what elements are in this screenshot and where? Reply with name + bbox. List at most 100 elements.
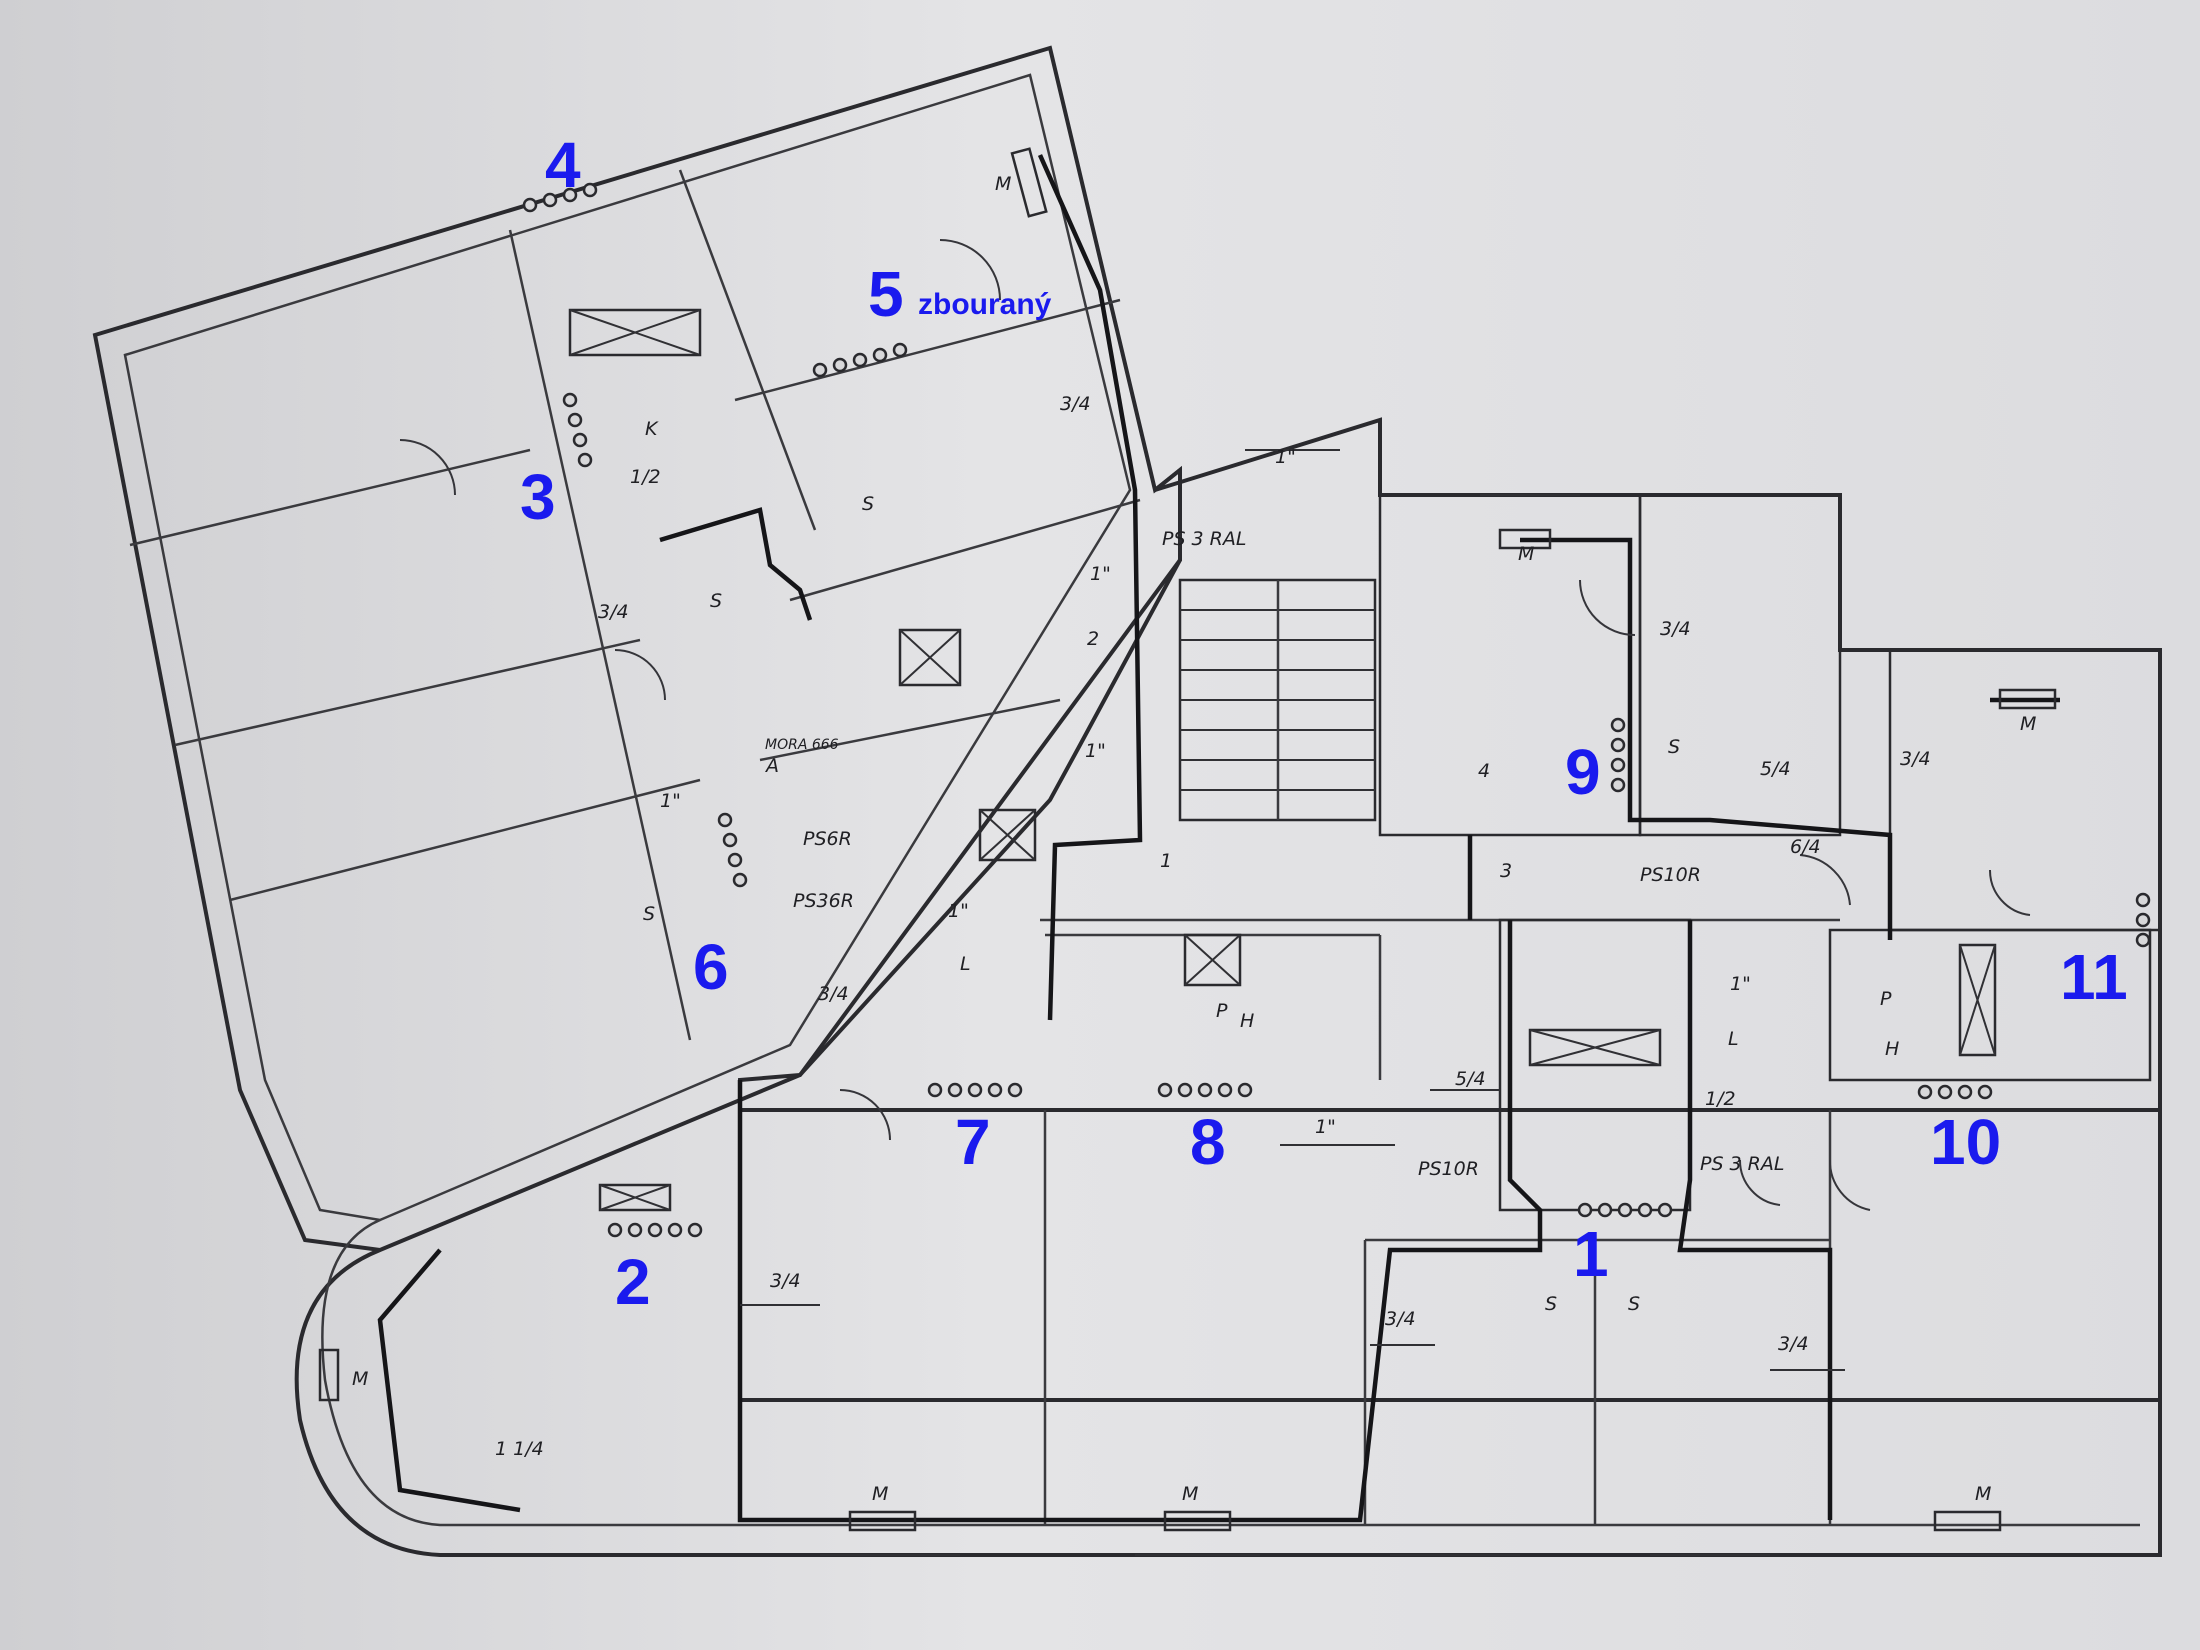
room-upper-right-small <box>1638 493 1842 837</box>
pipe-size-1-1-4: 1 1/4 <box>495 1438 544 1460</box>
flue-dots-4 <box>522 182 598 213</box>
radiator-letter-m: M <box>1518 543 1535 565</box>
note-ps3ral-top: PS 3 RAL <box>1162 528 1247 550</box>
partition-wall <box>508 229 692 1041</box>
door-swings <box>399 239 2031 1211</box>
flue-dots-6 <box>717 812 748 888</box>
pipe-size-1-inch: 1" <box>1275 446 1296 468</box>
pipe-size-5-4: 5/4 <box>1455 1068 1486 1090</box>
pipe-size-1-inch: 1" <box>948 900 969 922</box>
flue-number-4: 4 <box>545 129 581 201</box>
room-letter-s: S <box>1668 736 1681 758</box>
pipe-size-3-4: 3/4 <box>598 601 629 623</box>
partition-wall <box>229 778 701 902</box>
pipe-size-1-inch: 1" <box>660 790 681 812</box>
partition-wall <box>759 698 1061 762</box>
flue-number-11: 11 <box>2060 941 2128 1013</box>
partition-wall <box>174 638 641 747</box>
pipe-runs <box>377 154 2060 1523</box>
note-ps36r: PS36R <box>793 890 854 912</box>
pipe-size-1-2: 1/2 <box>630 466 661 488</box>
pipe-size-3-4: 3/4 <box>770 1270 801 1292</box>
note-ps10r-bottom: PS10R <box>1418 1158 1479 1180</box>
flue-number-7: 7 <box>955 1106 991 1178</box>
pipe-size-1-inch: 1" <box>1085 740 1106 762</box>
room-far-right <box>1888 648 2162 932</box>
flue-number-2: 2 <box>615 1246 651 1318</box>
rounded-corner-inner-wall <box>321 1218 2140 1527</box>
radiator-letter-m: M <box>995 173 1012 195</box>
note-ps3ral-bottom: PS 3 RAL <box>1700 1153 1785 1175</box>
flue-dots-11 <box>2135 892 2151 948</box>
flue-dots-2 <box>607 1222 703 1238</box>
flue-number-10: 10 <box>1930 1106 2002 1178</box>
room-letter-l: L <box>1728 1028 1739 1050</box>
flue-number-9: 9 <box>1565 736 1601 808</box>
room-upper-right <box>1378 493 1642 837</box>
rounded-corner-wall <box>294 1248 2162 1557</box>
pipe-size-3-4: 3/4 <box>1060 393 1091 415</box>
pipe-size-1-inch: 1" <box>1730 973 1751 995</box>
flue-dots-8 <box>1157 1082 1253 1098</box>
partition-wall <box>129 448 531 547</box>
pipe-size-1-2: 1/2 <box>1705 1088 1736 1110</box>
flue-dots-5 <box>812 342 908 378</box>
flue-dots-9 <box>1610 717 1626 793</box>
pipe-size-5-4: 5/4 <box>1760 758 1791 780</box>
bathroom-right <box>1828 928 2152 1082</box>
flue-number-1: 1 <box>1573 1218 1609 1290</box>
radiator-letter-m: M <box>352 1368 369 1390</box>
left-wing-outer-wall <box>92 45 1182 1253</box>
pipe-size-3-4: 3/4 <box>1660 618 1691 640</box>
pipe-size-ticks <box>740 449 1845 1371</box>
flue-number-5-note: zbouraný <box>918 288 1052 321</box>
room-letter-s: S <box>643 903 656 925</box>
pipe-size-1-inch: 1" <box>1315 1116 1336 1138</box>
room-letter-s: S <box>710 590 723 612</box>
room-letter-a: A <box>766 755 779 777</box>
window-marks <box>820 494 2080 1556</box>
pipe-size-3-4: 3/4 <box>1778 1333 1809 1355</box>
room-letter-s: S <box>1628 1293 1641 1315</box>
note-ps10r-center: PS10R <box>1640 864 1701 886</box>
flue-number-3: 3 <box>520 461 556 533</box>
pipe-size-3-4: 3/4 <box>1900 748 1931 770</box>
partition-wall <box>678 169 817 531</box>
flue-dots-10 <box>1917 1084 1993 1100</box>
flue-dots-7 <box>927 1082 1023 1098</box>
partition-wall <box>789 498 1141 602</box>
flue-dots-1 <box>1577 1202 1673 1218</box>
room-letter-p: P <box>1880 988 1892 1010</box>
pipe-size-3-4: 3/4 <box>818 983 849 1005</box>
left-wing-inner-wall <box>123 73 1132 1222</box>
room-letter-k: K <box>645 418 658 440</box>
room-letter-s: S <box>862 493 875 515</box>
room-letter-h: H <box>1240 1010 1255 1032</box>
room-letter-l: L <box>960 953 971 975</box>
radiator-letter-m: M <box>1182 1483 1199 1505</box>
flue-dots-3 <box>562 392 593 468</box>
radiator-letter-m: M <box>1975 1483 1992 1505</box>
pipe-size-1-inch: 1" <box>1090 563 1111 585</box>
arrow-number-1: 1 <box>1160 850 1173 872</box>
flue-number-8: 8 <box>1190 1106 1226 1178</box>
shaft-boxes <box>568 308 1997 1212</box>
arrow-number-3: 3 <box>1500 860 1513 882</box>
note-ps6r: PS6R <box>803 828 852 850</box>
pipe-size-6-4: 6/4 <box>1790 836 1821 858</box>
flue-number-5: 5 <box>868 258 904 330</box>
room-letter-h: H <box>1885 1038 1900 1060</box>
arrow-number-2: 2 <box>1087 628 1100 650</box>
radiator-letter-m: M <box>872 1483 889 1505</box>
radiators <box>318 147 2057 1532</box>
room-letter-p: P <box>1216 1000 1228 1022</box>
partition-wall <box>734 298 1121 402</box>
note-mora: MORA 666 <box>765 737 839 753</box>
radiator-letter-m: M <box>2020 713 2037 735</box>
stair-treads <box>1180 580 1375 820</box>
room-letter-s: S <box>1545 1293 1558 1315</box>
arrow-number-4: 4 <box>1478 760 1491 782</box>
pipe-size-3-4: 3/4 <box>1385 1308 1416 1330</box>
